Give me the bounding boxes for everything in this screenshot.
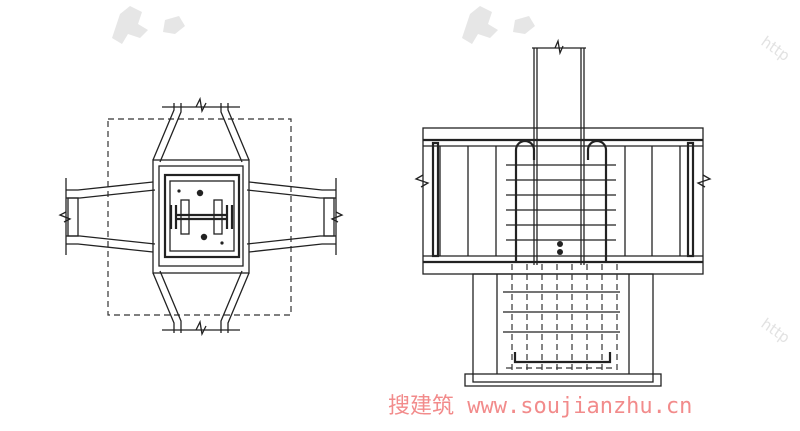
plan-pedestal-outline bbox=[152, 159, 250, 274]
column-upper bbox=[532, 38, 586, 265]
watermark-url-bottom: http bbox=[758, 315, 794, 347]
anchor-hooks bbox=[514, 139, 608, 262]
column-ties bbox=[506, 164, 616, 255]
watermark-url-top: http bbox=[758, 33, 794, 65]
anchor-bolt bbox=[220, 241, 224, 245]
h-column-section bbox=[169, 199, 234, 235]
plan-view bbox=[58, 96, 344, 337]
beam-arm-right bbox=[246, 178, 344, 255]
beam-arm-top bbox=[152, 96, 250, 163]
plan-base-plate bbox=[163, 173, 241, 259]
beam-band bbox=[414, 127, 712, 275]
beam-arm-bottom bbox=[152, 270, 250, 337]
section-view bbox=[414, 38, 712, 387]
watermark-logo-right bbox=[462, 6, 535, 44]
watermark-logo-left bbox=[112, 6, 185, 44]
anchor-bolt bbox=[177, 189, 181, 193]
plan-dashed-outline bbox=[107, 118, 292, 316]
watermark-stamp: 搜建筑 www.soujianzhu.cn bbox=[388, 394, 692, 419]
pedestal bbox=[464, 264, 662, 387]
anchor-bolt bbox=[196, 189, 204, 197]
anchor-bolt bbox=[200, 233, 208, 241]
beam-arm-left bbox=[58, 178, 156, 255]
plan-pedestal-inner bbox=[158, 165, 244, 267]
